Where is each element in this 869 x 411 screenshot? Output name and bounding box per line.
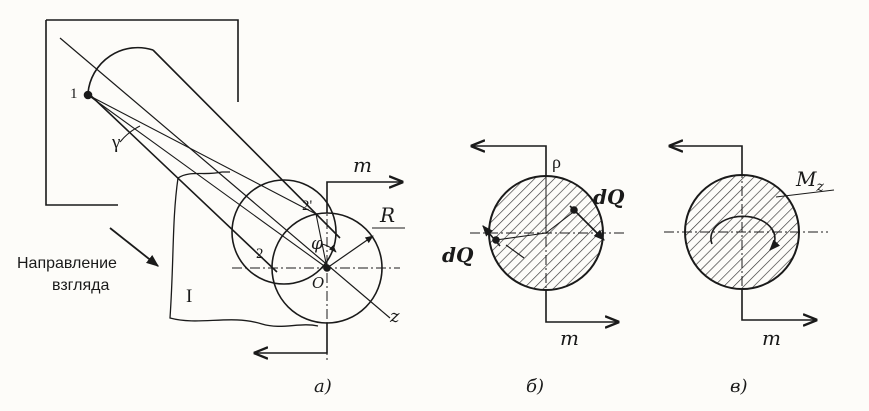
angle-gamma-arc [119,125,141,143]
label-m-b: m [560,326,579,350]
label-phi: φ [311,234,323,254]
figure-c [664,146,835,320]
moment-arrow-top-b [472,146,547,176]
label-m-c: m [762,326,781,350]
generatrix-1-2 [87,94,328,269]
label-I: I [186,286,192,307]
radial-dQ-right [545,209,577,234]
angle-phi-arc [321,243,337,253]
figure-b [470,146,626,322]
label-Mz-sub: z [815,179,824,195]
arrow-dQ-left [482,225,501,247]
cylinder-body [87,49,341,273]
moment-arrow-top-c [670,146,743,175]
radius-R [326,235,374,269]
label-point-1: 1 [70,86,78,102]
label-Mz-main: M [795,167,817,191]
label-Mz: Mz [795,167,824,195]
label-gamma: γ [111,132,120,153]
view-direction-line1: Направление [17,255,117,272]
figure-a-labels: 1 γ 2' 2 φ m R O z I Направление взгляда… [17,86,400,397]
point-1 [83,90,93,100]
label-m-a: m [353,153,372,177]
view-direction-arrow [109,227,159,267]
section-plane-I [169,171,319,327]
arrow-dQ-right [569,205,605,241]
figure-b-labels: ρ dQ dQ m б) [442,152,625,397]
point-O [323,264,331,272]
caption-a: а) [314,376,332,397]
caption-b: б) [526,376,544,397]
label-dQ-right: dQ [593,185,625,209]
moment-arrow-bottom-b [545,290,618,322]
label-point-2p: 2' [302,198,313,214]
dQ-left-leader [505,244,525,259]
label-R: R [379,203,395,227]
moment-arrow-bottom-c [741,289,816,320]
axis-z [59,37,391,319]
radial-dQ-left [495,232,547,241]
label-z: z [389,306,400,327]
figure-c-labels: Mz m в) [730,167,824,397]
figure-a [45,19,405,360]
label-O: O [312,274,324,292]
Mz-leader [775,189,835,198]
radius-2p [315,213,328,269]
section-circle-mid [231,179,337,285]
moment-arrow-bottom [255,323,328,353]
cylinder-far-cap [87,46,154,94]
caption-c: в) [730,376,748,397]
label-dQ-left: dQ [442,243,474,267]
view-direction-line2: взгляда [52,277,109,294]
moment-arrow-top [326,182,402,213]
torque-arc [710,215,781,251]
wall-square [45,19,239,206]
label-rho: ρ [552,152,561,172]
generatrix-1-2p [87,94,317,215]
label-point-2: 2 [256,246,264,262]
